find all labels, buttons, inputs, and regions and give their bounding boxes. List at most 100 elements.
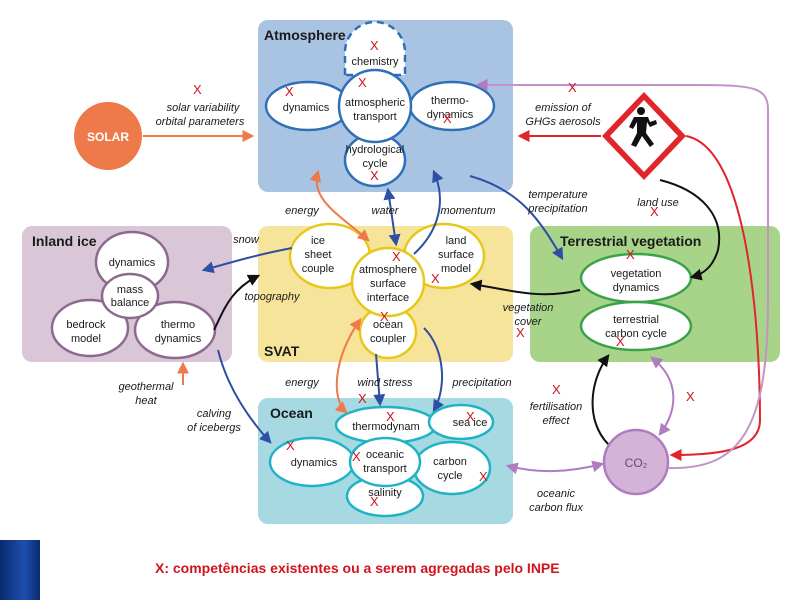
ocean-thermodynamics-label: thermodynam [352, 421, 419, 433]
legend-text: X: competências existentes ou a serem ag… [155, 560, 560, 576]
mark-ocean-carbon: X [479, 469, 488, 484]
sea-ice-node [427, 403, 495, 441]
terrestrial-carbon-cycle-label-2: carbon cycle [605, 328, 667, 340]
ice-sheet-couple-label-3: couple [302, 263, 334, 275]
solar-label: SOLAR [87, 130, 129, 144]
ice-sheet-couple-label-2: sheet [305, 249, 332, 261]
carbon-cycle-label-2: cycle [437, 470, 462, 482]
terrestrial-carbon-cycle-node [579, 300, 693, 352]
solar-node [74, 102, 142, 170]
competence-marks: X X X X X X X X X X X X X X X X X X X X … [193, 38, 695, 509]
bedrock-model-node [50, 298, 130, 358]
thermo-dynamics-label-1: thermo- [431, 95, 469, 107]
mark-emission: X [568, 80, 577, 95]
mark-salinity: X [370, 494, 379, 509]
svat-title: SVAT [264, 343, 300, 359]
ice-sheet-couple-label-1: ice [311, 235, 325, 247]
hydrological-cycle-label-2: cycle [362, 158, 387, 170]
ice-thermo-dynamics-label-1: thermo [161, 319, 195, 331]
vegetation-dynamics-label-2: dynamics [613, 282, 660, 294]
thermo-dynamics-label-2: dynamics [427, 109, 474, 121]
co2-label: CO₂ [625, 456, 648, 470]
geothermal-heat-label-1: geothermal [118, 381, 174, 393]
dynamics-label: dynamics [283, 102, 330, 114]
arrow-co2-atmosphere [475, 79, 769, 470]
mass-balance-node [100, 272, 160, 320]
earth-system-diagram: Atmosphere Inland ice SVAT Terrestrial v… [22, 20, 780, 524]
mark-solar: X [193, 82, 202, 97]
precipitation-label: precipitation [451, 377, 511, 389]
land-surface-model-label-1: land [446, 235, 467, 247]
atmosphere-surface-interface-label-2: surface [370, 278, 406, 290]
arrow-calving [217, 349, 272, 444]
inland-ice-title: Inland ice [32, 233, 97, 249]
mass-balance-label-1: mass [117, 284, 144, 296]
mark-ocean-dynamics: X [286, 438, 295, 453]
ocean-nodes [268, 403, 495, 518]
mark-transport: X [358, 75, 367, 90]
atmospheric-transport-label-1: atmospheric [345, 97, 405, 109]
vegetation-cover-label-1: vegetation [503, 302, 554, 314]
carbon-cycle-label-1: carbon [433, 456, 467, 468]
solar-variability-label-2: orbital parameters [156, 116, 245, 128]
mark-ocean-thermo-1: X [358, 391, 367, 406]
arrow-carbon-co2 [650, 356, 675, 436]
ocean-coupler-label-1: ocean [373, 319, 403, 331]
arrow-snow [201, 247, 293, 274]
chemistry-label: chemistry [351, 56, 399, 68]
mark-land-surface: X [431, 271, 440, 286]
vegetation-dynamics-label-1: vegetation [611, 268, 662, 280]
arrow-momentum [413, 169, 444, 255]
oceanic-transport-label-1: oceanic [366, 449, 404, 461]
oceanic-transport-label-2: transport [363, 463, 406, 475]
mark-atmosphere-surface: X [392, 249, 401, 264]
emission-label-2: GHGs aerosols [525, 116, 601, 128]
footer-band [0, 540, 800, 600]
atmospheric-transport-node [337, 68, 413, 144]
ice-thermo-dynamics-label-2: dynamics [155, 333, 202, 345]
sea-ice-label: sea ice [453, 417, 488, 429]
mark-vegetation-dynamics: X [626, 247, 635, 262]
solar-variability-label-1: solar variability [167, 102, 241, 114]
arrow-energy-top [309, 169, 370, 242]
arrows [143, 79, 769, 475]
arrow-wind-stress [373, 353, 386, 407]
human-activity-icon [602, 92, 686, 180]
oceanic-transport-node [348, 436, 422, 488]
arrow-precipitation [423, 327, 445, 413]
arrow-land-use [659, 179, 721, 281]
atmospheric-transport-label-2: transport [353, 111, 396, 123]
ice-dynamics-label: dynamics [109, 257, 156, 269]
oceanic-carbon-flux-label-1: oceanic [537, 488, 575, 500]
ocean-title: Ocean [270, 405, 313, 421]
mark-chemistry: X [370, 38, 379, 53]
arrow-oceanic-carbon-flux [505, 460, 605, 475]
topography-label: topography [244, 291, 301, 303]
terrestrial-carbon-cycle-label-1: terrestrial [613, 314, 659, 326]
mark-ocean-thermo-2: X [386, 409, 395, 424]
mark-thermodynamics: X [443, 111, 452, 126]
terrestrial-title: Terrestrial vegetation [560, 233, 701, 249]
geothermal-heat-label-2: heat [135, 395, 157, 407]
mark-vegetation-cover: X [516, 325, 525, 340]
inland-ice-nodes [50, 230, 217, 360]
mark-sea-ice: X [466, 409, 475, 424]
arrow-vegetation-cover [469, 279, 581, 296]
mark-land-use: X [650, 204, 659, 219]
mark-co2-flux: X [686, 389, 695, 404]
land-surface-model-label-3: model [441, 263, 471, 275]
mark-hydrological: X [370, 168, 379, 183]
atmosphere-surface-interface-label-1: atmosphere [359, 264, 417, 276]
hydrological-cycle-label-1: hydrological [346, 144, 405, 156]
corner-logo-block [0, 540, 40, 600]
mark-oceanic-transport: X [352, 449, 361, 464]
mark-dynamics: X [285, 84, 294, 99]
arrow-energy-bottom [334, 318, 362, 414]
vegetation-cover-label-2: cover [515, 316, 543, 328]
calving-label-1: calving [197, 408, 232, 420]
mass-balance-label-2: balance [111, 297, 150, 309]
atmosphere-nodes [264, 20, 496, 188]
arrow-water [383, 187, 401, 247]
fertilisation-label-2: effect [543, 415, 571, 427]
atmosphere-surface-interface-label-3: interface [367, 292, 409, 304]
